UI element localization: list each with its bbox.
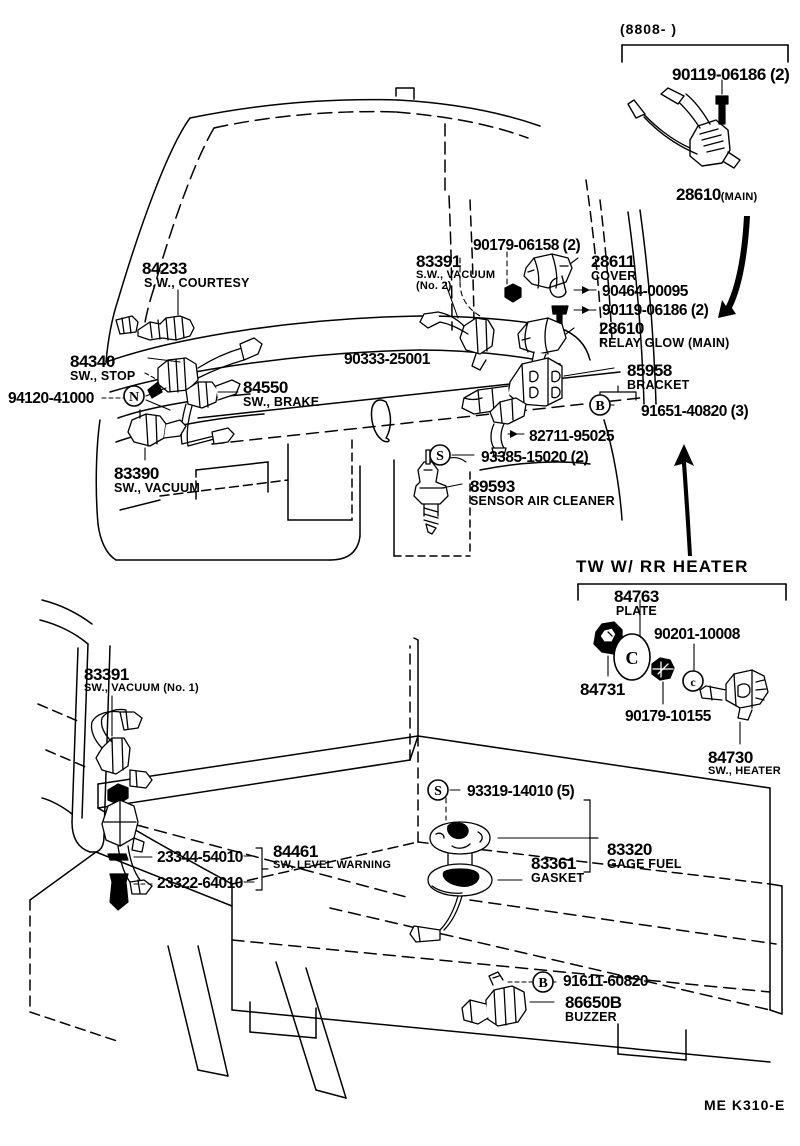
label-23344-54010: 23344-54010: [157, 849, 243, 866]
label-83320-gage: 83320 GAGE FUEL: [607, 840, 682, 871]
part-83391-no2-illustration: [419, 311, 495, 371]
part-90464-clip: [549, 275, 567, 298]
label-90464-00095: 90464-00095: [602, 283, 688, 300]
label-86650B: 86650B BUZZER: [565, 993, 622, 1024]
part-89593-illustration: [413, 449, 449, 535]
label-93385-15020: 93385-15020 (2): [481, 449, 589, 466]
nut-90179-06158: [504, 283, 522, 303]
label-83390: 83390 SW., VACUUM: [114, 464, 200, 495]
part-84730-illustration: [699, 669, 769, 721]
truck-bed-outline: [29, 599, 783, 1099]
label-83391-no2: 83391 S.W., VACUUM (No. 2): [416, 252, 496, 292]
label-85958-bracket: 85958 BRACKET: [627, 361, 690, 392]
leader-28611: [569, 257, 579, 265]
leader-28610-relay: [565, 327, 575, 335]
part-84731-illustration: [593, 621, 623, 655]
label-84461: 84461 SW, LEVEL WARNING: [273, 842, 392, 871]
label-84233: 84233 S.W., COURTESY: [142, 259, 250, 290]
label-90119-06186-top: 90119-06186 (2): [672, 65, 790, 84]
range-bracket: [621, 44, 789, 63]
leader-85958: [563, 367, 615, 377]
part-28610-relay-illustration: [517, 317, 567, 365]
relay-main-top-illustration: [627, 87, 741, 169]
part-90179-10155-illustration: [651, 657, 675, 681]
arrow-up-bracket: [674, 444, 694, 556]
label-90179-06158: 90179-06158 (2): [473, 237, 581, 254]
part-86650B-illustration: [461, 971, 527, 1027]
part-84550-illustration: [180, 379, 241, 447]
bracket-83320: [583, 799, 599, 873]
label-28610-main-top: 28610(MAIN): [676, 185, 758, 204]
label-90119-06186-mid: 90119-06186 (2): [602, 302, 709, 319]
screw-90119-top: [715, 95, 729, 125]
part-84340-illustration: [147, 337, 263, 399]
label-91611-60820: 91611-60820: [563, 973, 649, 990]
label-23322-64010: 23322-64010: [157, 875, 243, 892]
part-83320-gage-illustration: [409, 821, 493, 943]
part-lower-vacuum-body: [101, 783, 153, 895]
leader-89593: [441, 483, 463, 489]
label-83361-gasket: 83361 GASKET: [531, 854, 585, 885]
label-93319-14010: 93319-14010 (5): [467, 783, 575, 800]
arrow-down-right: [718, 216, 750, 318]
part-82711-illustration: [489, 397, 527, 457]
label-89593: 89593 SENSOR AIR CLEANER: [470, 477, 615, 508]
bracket-84461: [255, 847, 269, 891]
label-94120-41000: 94120-41000: [8, 390, 94, 407]
part-83390-illustration: [127, 409, 187, 447]
label-84763-plate: 84763 PLATE: [614, 587, 659, 618]
part-28611-cover-illustration: [523, 253, 573, 289]
label-90201-10008: 90201-10008: [654, 626, 740, 643]
heater-section-bracket: [577, 583, 787, 601]
label-83391-no1: 83391 SW., VACUUM (No. 1): [84, 665, 199, 694]
leader-84340: [147, 357, 181, 363]
part-23322-illustration: [109, 873, 129, 911]
label-91651-40820: 91651-40820 (3): [641, 403, 749, 420]
part-84233-illustration: [115, 315, 195, 341]
sheet-code: ME K310-E: [704, 1097, 786, 1113]
label-28611-cover: 28611 COVER: [591, 252, 637, 283]
label-90333-25001: 90333-25001: [344, 351, 430, 368]
label-90179-10155: 90179-10155: [625, 708, 711, 725]
leader-83391-no2: [444, 281, 459, 319]
label-84340: 84340 SW., STOP: [70, 352, 136, 383]
part-83391-no1-illustration: [90, 708, 153, 789]
label-82711-95025: 82711-95025: [529, 428, 615, 445]
label-84730: 84730 SW., HEATER: [708, 748, 781, 777]
label-28610-relay: 28610 RELAY GLOW (MAIN): [599, 319, 730, 350]
range-note: (8808- ): [620, 21, 678, 37]
label-84731: 84731: [580, 680, 625, 699]
label-84550: 84550 SW., BRAKE: [243, 378, 320, 409]
section-header-heater: TW W/ RR HEATER: [576, 557, 749, 576]
part-23344-illustration: [107, 853, 129, 861]
